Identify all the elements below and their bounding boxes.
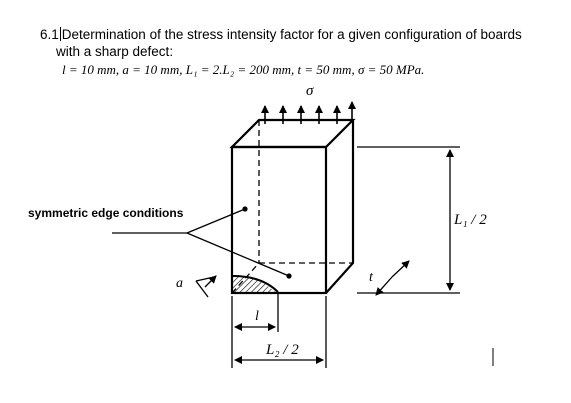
thickness-dimension: [375, 260, 410, 296]
width-dim-label: L₂ / 2: [265, 342, 299, 358]
depth-dimension: [195, 275, 217, 298]
problem-title: Determination of the stress intensity fa…: [61, 27, 522, 42]
width-dimension: [234, 296, 327, 368]
defect-depth-label: a: [176, 276, 183, 291]
edge-point-lower: [286, 273, 292, 279]
text-cursor: [59, 27, 61, 41]
edge-conditions-pointer: [112, 208, 290, 277]
thickness-label: t: [369, 270, 374, 285]
problem-number: 6.1: [40, 27, 59, 42]
defect-length-label: l: [255, 309, 259, 324]
sigma-label: σ: [306, 83, 314, 99]
defect-front: [232, 275, 279, 293]
board-front-face: [230, 145, 328, 295]
board-side-edges: [325, 120, 355, 294]
problem-parameters: l = 10 mm, a = 10 mm, L₁ = 2.L₂ = 200 mm…: [62, 62, 425, 77]
board-top-face: [229, 118, 356, 149]
edge-conditions-label: symmetric edge conditions: [28, 206, 184, 220]
defect-hatch: [233, 276, 275, 292]
problem-title-continued: with a sharp defect:: [56, 44, 174, 59]
height-dimension: [357, 146, 460, 294]
length-dimension: [231, 294, 279, 368]
height-dim-label: L₁ / 2: [453, 212, 487, 228]
board-block: [229, 118, 356, 295]
edge-point-upper: [242, 206, 248, 212]
